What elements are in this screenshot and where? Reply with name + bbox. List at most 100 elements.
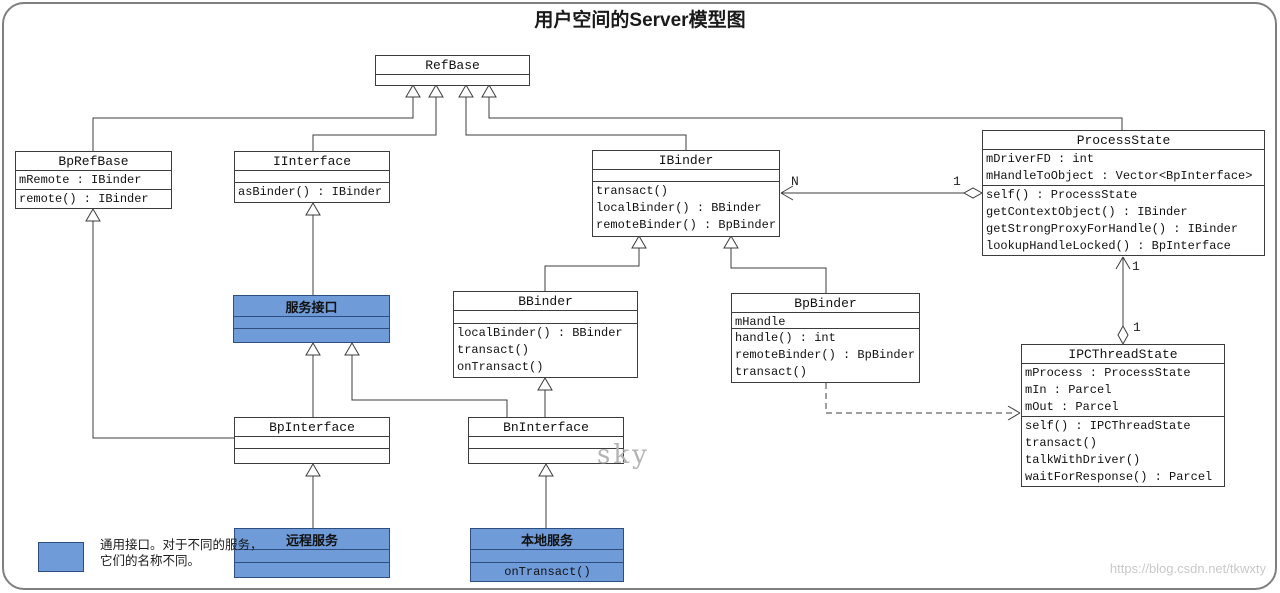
generalization-bninterface-serviceinterface (344, 342, 508, 417)
attribute-compartment (234, 317, 389, 329)
class-title: RefBase (376, 56, 529, 75)
class-bninterface: BnInterface (468, 417, 624, 464)
class-title: 本地服务 (471, 529, 623, 550)
attribute-compartment (235, 171, 389, 183)
operation: getStrongProxyForHandle() : IBinder (986, 222, 1239, 236)
generalization-bpinterface-serviceinterface (305, 342, 321, 417)
multiplicity-1-processstate-left: 1 (953, 174, 961, 189)
attribute-compartment (471, 550, 623, 563)
operation: waitForResponse() : Parcel (1025, 470, 1213, 484)
watermark-blog-url: https://blog.csdn.net/tkwxty (1109, 561, 1266, 576)
aggregation-ipcthreadstate-processstate (1115, 256, 1131, 346)
class-service-interface: 服务接口 (233, 295, 390, 343)
multiplicity-1-processstate-bottom: 1 (1132, 259, 1140, 274)
legend-line-1: 通用接口。对于不同的服务， (100, 538, 263, 552)
operation-compartment: remote() : IBinder (16, 190, 171, 208)
operation-compartment: handle() : int remoteBinder() : BpBinder… (732, 329, 919, 382)
operation: self() : ProcessState (986, 188, 1138, 202)
operation: handle() : int (735, 331, 836, 345)
class-processstate: ProcessState mDriverFD : int mHandleToOb… (982, 130, 1265, 256)
class-title: BpRefBase (16, 152, 171, 171)
dependency-bpbinder-ipcthreadstate (825, 383, 1021, 421)
legend-color-swatch (38, 542, 84, 572)
diagram-title: 用户空间的Server模型图 (534, 10, 746, 31)
generalization-serviceinterface-iinterface (305, 202, 321, 295)
class-title: IBinder (593, 151, 779, 170)
operation: onTransact() (457, 360, 544, 374)
class-remote-service: 远程服务 (234, 528, 390, 578)
operation: transact() (596, 184, 669, 198)
attribute: mOut : Parcel (1025, 400, 1119, 414)
operation-compartment: self() : ProcessState getContextObject()… (983, 186, 1264, 255)
operation: self() : IPCThreadState (1025, 419, 1191, 433)
class-title: BnInterface (469, 418, 623, 437)
class-ibinder: IBinder transact() localBinder() : BBind… (592, 150, 780, 237)
class-title: BpBinder (732, 294, 919, 313)
class-title: ProcessState (983, 131, 1264, 150)
attribute: mHandleToObject : Vector<BpInterface> (986, 169, 1253, 183)
operation: transact() (1025, 436, 1098, 450)
operation: getContextObject() : IBinder (986, 205, 1188, 219)
generalization-ibinder-refbase (458, 84, 687, 150)
attribute: mIn : Parcel (1025, 383, 1112, 397)
operation-compartment: asBinder() : IBinder (235, 183, 389, 202)
operation: remote() : IBinder (19, 192, 149, 206)
operation: localBinder() : BBinder (596, 201, 762, 215)
class-title: IPCThreadState (1022, 345, 1224, 364)
multiplicity-1-ipcthreadstate-top: 1 (1133, 320, 1141, 335)
generalization-iinterface-refbase (312, 84, 444, 151)
generalization-bpbinder-ibinder (723, 235, 827, 293)
operation-compartment (234, 329, 389, 342)
operation-compartment: transact() localBinder() : BBinder remot… (593, 182, 779, 236)
multiplicity-n: N (791, 174, 799, 189)
class-title: BpInterface (235, 418, 389, 437)
class-bbinder: BBinder localBinder() : BBinder transact… (453, 291, 638, 378)
generalization-bbinder-ibinder (544, 235, 647, 291)
attribute: mHandle (735, 315, 786, 329)
operation: asBinder() : IBinder (238, 185, 383, 199)
attribute-compartment (454, 311, 637, 324)
class-bprefbase: BpRefBase mRemote : IBinder remote() : I… (15, 151, 172, 209)
attribute-compartment (235, 550, 389, 563)
operation: transact() (735, 365, 808, 379)
attribute-compartment: mHandle (732, 313, 919, 329)
attribute-compartment (235, 437, 389, 449)
attribute-compartment (469, 437, 623, 449)
attribute-compartment: mDriverFD : int mHandleToObject : Vector… (983, 150, 1264, 186)
attribute-compartment: mProcess : ProcessState mIn : Parcel mOu… (1022, 364, 1224, 417)
legend-text: 通用接口。对于不同的服务， 它们的名称不同。 (100, 537, 263, 569)
attribute: mDriverFD : int (986, 152, 1095, 166)
class-bpinterface: BpInterface (234, 417, 390, 464)
operation: onTransact() (504, 565, 591, 579)
generalization-remoteservice-bpinterface (305, 463, 321, 528)
generalization-bprefbase-refbase (92, 84, 421, 151)
generalization-bninterface-bbinder (537, 377, 553, 417)
class-title: 服务接口 (234, 296, 389, 317)
watermark-sky: sky (597, 440, 650, 470)
legend-line-2: 它们的名称不同。 (100, 554, 201, 568)
empty-compartment (376, 75, 529, 85)
generalization-processstate-refbase (481, 84, 1123, 130)
class-iinterface: IInterface asBinder() : IBinder (234, 151, 390, 203)
operation-compartment: onTransact() (471, 563, 623, 581)
operation: remoteBinder() : BpBinder (596, 218, 777, 232)
operation: transact() (457, 343, 530, 357)
class-bpbinder: BpBinder mHandle handle() : int remoteBi… (731, 293, 920, 383)
operation-compartment (235, 449, 389, 463)
class-title: 远程服务 (235, 529, 389, 550)
aggregation-processstate-ibinder (780, 185, 984, 201)
attribute: mProcess : ProcessState (1025, 366, 1191, 380)
class-refbase: RefBase (375, 55, 530, 86)
class-local-service: 本地服务 onTransact() (470, 528, 624, 582)
generalization-bpinterface-bprefbase (85, 208, 234, 439)
class-title: IInterface (235, 152, 389, 171)
class-title: BBinder (454, 292, 637, 311)
class-ipcthreadstate: IPCThreadState mProcess : ProcessState m… (1021, 344, 1225, 487)
operation: remoteBinder() : BpBinder (735, 348, 916, 362)
operation: lookupHandleLocked() : BpInterface (986, 239, 1231, 253)
attribute-compartment: mRemote : IBinder (16, 171, 171, 190)
operation: talkWithDriver() (1025, 453, 1141, 467)
operation: localBinder() : BBinder (457, 326, 623, 340)
